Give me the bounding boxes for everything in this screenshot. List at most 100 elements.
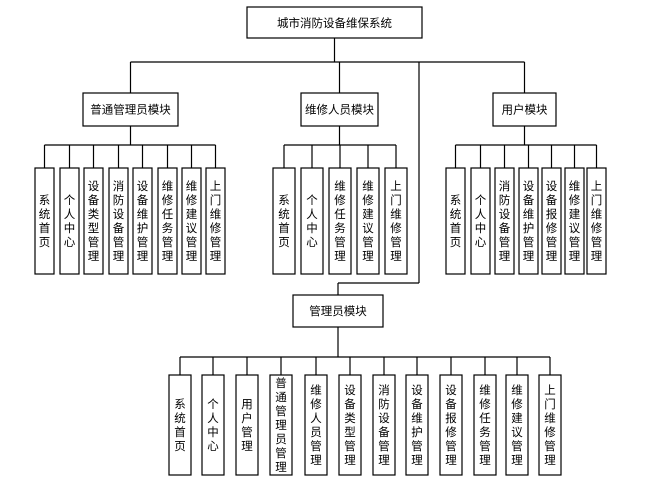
function-item: 设备维护管理 bbox=[518, 167, 539, 275]
item-label: 设备维护管理 bbox=[137, 179, 149, 263]
item-box bbox=[304, 374, 328, 476]
item-box bbox=[564, 167, 585, 275]
item-box bbox=[384, 167, 408, 275]
function-item: 维修任务管理 bbox=[157, 167, 178, 275]
item-box bbox=[59, 167, 80, 275]
item-label: 设备维护管理 bbox=[523, 179, 535, 263]
function-item: 系统首页 bbox=[272, 167, 296, 275]
item-label: 个人中心 bbox=[475, 193, 487, 249]
module-box bbox=[292, 294, 384, 328]
item-label: 个人中心 bbox=[306, 193, 318, 249]
root-label: 城市消防设备维保系统 bbox=[277, 16, 392, 30]
item-label: 个人中心 bbox=[64, 193, 76, 249]
item-box bbox=[272, 167, 296, 275]
item-box bbox=[470, 167, 491, 275]
item-label: 上门维修管理 bbox=[591, 179, 603, 263]
function-item: 设备类型管理 bbox=[338, 374, 362, 476]
function-item: 上门维修管理 bbox=[586, 167, 607, 275]
function-item: 普通管理员管理 bbox=[269, 374, 293, 476]
item-box bbox=[157, 167, 178, 275]
item-box bbox=[83, 167, 104, 275]
item-box bbox=[168, 374, 192, 476]
item-box bbox=[108, 167, 129, 275]
item-box bbox=[328, 167, 352, 275]
item-label: 系统首页 bbox=[278, 193, 290, 249]
item-label: 设备类型管理 bbox=[344, 383, 356, 467]
item-label: 消防设备管理 bbox=[113, 179, 125, 263]
function-item: 维修建议管理 bbox=[181, 167, 202, 275]
function-item: 上门维修管理 bbox=[538, 374, 562, 476]
nodes: 城市消防设备维保系统 普通管理员模块系统首页个人中心设备类型管理消防设备管理设备… bbox=[34, 6, 607, 476]
item-label: 消防设备管理 bbox=[378, 383, 390, 467]
item-box bbox=[338, 374, 362, 476]
function-item: 系统首页 bbox=[168, 374, 192, 476]
module-box bbox=[300, 92, 379, 127]
item-label: 设备报修管理 bbox=[546, 179, 558, 263]
function-item: 上门维修管理 bbox=[205, 167, 226, 275]
connectors bbox=[43, 38, 598, 375]
item-box bbox=[205, 167, 226, 275]
function-item: 个人中心 bbox=[201, 374, 225, 476]
item-label: 上门维修管理 bbox=[390, 179, 402, 263]
item-label: 设备报修管理 bbox=[445, 383, 457, 467]
item-label: 维修建议管理 bbox=[511, 383, 523, 467]
item-box bbox=[518, 167, 539, 275]
item-label: 设备维护管理 bbox=[411, 383, 423, 467]
item-label: 维修建议管理 bbox=[186, 179, 198, 263]
item-label: 设备类型管理 bbox=[88, 179, 100, 263]
function-item: 设备报修管理 bbox=[439, 374, 463, 476]
module-label: 管理员模块 bbox=[309, 304, 367, 318]
item-label: 系统首页 bbox=[450, 193, 462, 249]
item-box bbox=[132, 167, 153, 275]
function-item: 维修建议管理 bbox=[505, 374, 529, 476]
function-item: 消防设备管理 bbox=[494, 167, 515, 275]
item-label: 维修任务管理 bbox=[334, 179, 346, 263]
item-box bbox=[181, 167, 202, 275]
root-node: 城市消防设备维保系统 bbox=[246, 6, 423, 39]
function-item: 上门维修管理 bbox=[384, 167, 408, 275]
item-box bbox=[269, 374, 293, 476]
function-item: 个人中心 bbox=[470, 167, 491, 275]
item-label: 个人中心 bbox=[207, 397, 219, 453]
function-item: 维修任务管理 bbox=[473, 374, 497, 476]
item-box bbox=[494, 167, 515, 275]
item-label: 维修人员管理 bbox=[310, 383, 322, 467]
function-item: 用户管理 bbox=[235, 374, 259, 476]
root-box bbox=[246, 6, 423, 39]
function-item: 个人中心 bbox=[300, 167, 324, 275]
item-label: 系统首页 bbox=[39, 193, 51, 249]
function-item: 维修建议管理 bbox=[356, 167, 380, 275]
module-label: 用户模块 bbox=[502, 103, 548, 117]
item-box bbox=[372, 374, 396, 476]
item-box bbox=[405, 374, 429, 476]
module-box bbox=[82, 92, 179, 127]
item-label: 维修任务管理 bbox=[162, 179, 174, 263]
module-label: 维修人员模块 bbox=[305, 103, 374, 117]
function-item: 设备维护管理 bbox=[405, 374, 429, 476]
item-box bbox=[34, 167, 55, 275]
item-label: 维修任务管理 bbox=[479, 383, 491, 467]
item-box bbox=[235, 374, 259, 476]
function-item: 设备维护管理 bbox=[132, 167, 153, 275]
module-label: 普通管理员模块 bbox=[90, 103, 171, 117]
item-box bbox=[300, 167, 324, 275]
function-item: 设备报修管理 bbox=[541, 167, 562, 275]
item-label: 上门维修管理 bbox=[210, 179, 222, 263]
item-label: 维修建议管理 bbox=[362, 179, 374, 263]
function-item: 系统首页 bbox=[34, 167, 55, 275]
item-label: 普通管理员管理 bbox=[275, 376, 287, 474]
item-box bbox=[586, 167, 607, 275]
item-label: 维修建议管理 bbox=[569, 179, 581, 263]
item-box bbox=[201, 374, 225, 476]
function-item: 维修人员管理 bbox=[304, 374, 328, 476]
item-box bbox=[439, 374, 463, 476]
item-box bbox=[473, 374, 497, 476]
module-box bbox=[492, 92, 557, 127]
function-item: 系统首页 bbox=[445, 167, 466, 275]
function-item: 消防设备管理 bbox=[108, 167, 129, 275]
